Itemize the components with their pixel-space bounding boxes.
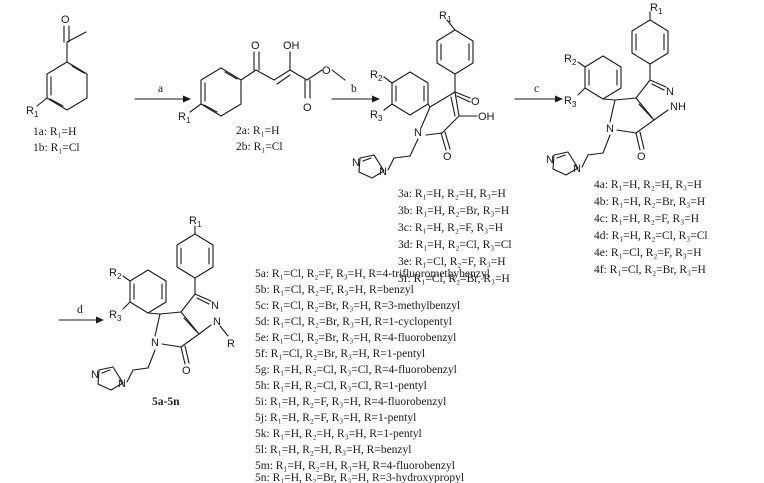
list-3: 3a: R₁=H, R₂=H, R₃=H 3b: R₁=H, R₂=Br, R₃… xyxy=(398,188,512,285)
label-3c: 3c: R₁=H, R₂=F, R₃=H xyxy=(398,222,503,234)
atom-n-4b: N xyxy=(606,123,614,135)
atom-n-4d: N xyxy=(546,154,554,166)
arrow-label-c: c xyxy=(534,83,539,95)
structure-2: O OH O O R1 xyxy=(178,40,346,125)
label-5c: 5c: R₁=Cl, R₂=Br, R₃=H, R=3-methylbenzyl xyxy=(255,300,460,312)
label-5j: 5j: R₁=H, R₂=F, R₃=H, R=1-pentyl xyxy=(255,412,416,424)
atom-n-4a: N xyxy=(666,86,674,98)
atom-r1-1: R1 xyxy=(26,105,39,119)
structure-5: R1 N N R O N R2 R3 N N xyxy=(91,215,235,391)
label-5i: 5i: R₁=H, R₂=F, R₃=H, R=4-fluorobenzyl xyxy=(255,396,446,408)
label-5g: 5g: R₁=H, R₂=Cl, R₃=Cl, R=4-fluorobenzyl xyxy=(255,364,457,376)
atom-r-5: R xyxy=(227,338,235,350)
label-5e: 5e: R₁=Cl, R₂=Br, R₃=H, R=4-fluorobenzyl xyxy=(255,332,456,344)
atom-o-4: O xyxy=(637,151,646,163)
atom-o-2c: O xyxy=(322,65,331,77)
atom-n-4c: N xyxy=(573,163,581,175)
label-1a: 1a: R₁=H xyxy=(33,126,76,138)
atom-n-5e: N xyxy=(91,369,99,381)
atom-r1-2: R1 xyxy=(178,111,191,125)
atom-n-3c: N xyxy=(352,157,360,169)
arrow-label-d: d xyxy=(77,304,83,316)
arrow-c: c xyxy=(514,83,563,103)
atom-nh-4: NH xyxy=(670,101,686,113)
label-5a-5n: 5a-5n xyxy=(152,396,180,408)
atom-r1-3: R1 xyxy=(439,10,452,24)
structure-3: R1 O OH O N R2 R3 N N xyxy=(352,10,495,179)
label-5k: 5k: R₁=H, R₂=H, R₃=H, R=1-pentyl xyxy=(255,428,422,440)
label-5l: 5l: R₁=H, R₂=H, R₃=H, R=benzyl xyxy=(255,444,412,456)
atom-o-2a: O xyxy=(251,40,260,52)
structure-4: R1 N NH O N R2 R3 N N xyxy=(546,2,686,176)
atom-r3-4: R3 xyxy=(564,95,577,109)
list-4: 4a: R₁=H, R₂=H, R₃=H 4b: R₁=H, R₂=Br, R₃… xyxy=(594,179,708,276)
label-5a: 5a: R₁=Cl, R₂=F, R₃=H, R=4-trifluorometh… xyxy=(255,268,490,280)
label-4f: 4f: R₁=Cl, R₂=Br, R₃=H xyxy=(594,264,706,276)
atom-o-3a: O xyxy=(471,96,480,108)
atom-n-5c: N xyxy=(151,337,159,349)
list-5: 5a: R₁=Cl, R₂=F, R₃=H, R=4-trifluorometh… xyxy=(255,268,490,483)
atom-r3-5: R3 xyxy=(109,309,122,323)
label-4e: 4e: R₁=Cl, R₂=F, R₃=H xyxy=(594,247,702,259)
label-2b: 2b: R₁=Cl xyxy=(236,141,283,153)
atom-oh-2: OH xyxy=(283,40,300,52)
atom-n-3b: N xyxy=(379,166,387,178)
label-4c: 4c: R₁=H, R₂=F, R₃=H xyxy=(594,213,699,225)
label-5f: 5f: R₁=Cl, R₂=Br, R₃=H, R=1-pentyl xyxy=(255,348,425,360)
structure-1: O R1 xyxy=(26,14,88,119)
atom-r2-4: R2 xyxy=(564,53,577,67)
arrow-a: a xyxy=(134,83,191,103)
atom-r2-3: R2 xyxy=(370,69,383,83)
atom-o-2b: O xyxy=(303,102,312,114)
label-4b: 4b: R₁=H, R₂=Br, R₃=H xyxy=(594,196,705,208)
atom-o-3b: O xyxy=(443,151,452,163)
arrow-b: b xyxy=(331,83,380,103)
atom-r1-4: R1 xyxy=(650,2,663,16)
label-3d: 3d: R₁=H, R₂=Cl, R₃=Cl xyxy=(398,239,512,251)
label-3b: 3b: R₁=H, R₂=Br, R₃=H xyxy=(398,205,509,217)
label-5d: 5d: R₁=Cl, R₂=Br, R₃=H, R=1-cyclopentyl xyxy=(255,316,452,328)
label-5m: 5m: R₁=H, R₂=H, R₃=H, R=4-fluorobenzyl xyxy=(255,460,455,472)
label-3a: 3a: R₁=H, R₂=H, R₃=H xyxy=(398,188,506,200)
arrow-d: d xyxy=(58,304,104,324)
arrow-label-a: a xyxy=(158,83,163,95)
atom-o-1: O xyxy=(61,14,70,26)
label-4a: 4a: R₁=H, R₂=H, R₃=H xyxy=(594,179,702,191)
label-4d: 4d: R₁=H, R₂=Cl, R₃=Cl xyxy=(594,230,708,242)
label-3e: 3e: R₁=Cl, R₂=F, R₃=H xyxy=(398,256,506,268)
atom-r2-5: R2 xyxy=(109,267,122,281)
label-5b: 5b: R₁=Cl, R₂=F, R₃=H, R=benzyl xyxy=(255,284,414,296)
arrow-label-b: b xyxy=(351,83,357,95)
atom-r1-5: R1 xyxy=(189,215,202,229)
atom-oh-3: OH xyxy=(478,111,495,123)
label-1b: 1b: R₁=Cl xyxy=(33,142,80,154)
label-3f: 3f: R₁=Cl, R₂=Br, R₃=H xyxy=(398,273,510,285)
atom-o-5: O xyxy=(182,365,191,377)
label-5n: 5n: R₁=H, R₂=Br, R₃=H, R=3-hydroxypropyl xyxy=(255,472,464,483)
atom-n-3: N xyxy=(414,127,422,139)
atom-n-5a: N xyxy=(211,300,219,312)
label-2a: 2a: R₁=H xyxy=(236,125,279,137)
label-5h: 5h: R₁=H, R₂=Cl, R₃=Cl, R=1-pentyl xyxy=(255,380,427,392)
atom-n-5d: N xyxy=(118,378,126,390)
atom-n-5b: N xyxy=(213,316,221,328)
atom-r3-3: R3 xyxy=(370,109,383,123)
